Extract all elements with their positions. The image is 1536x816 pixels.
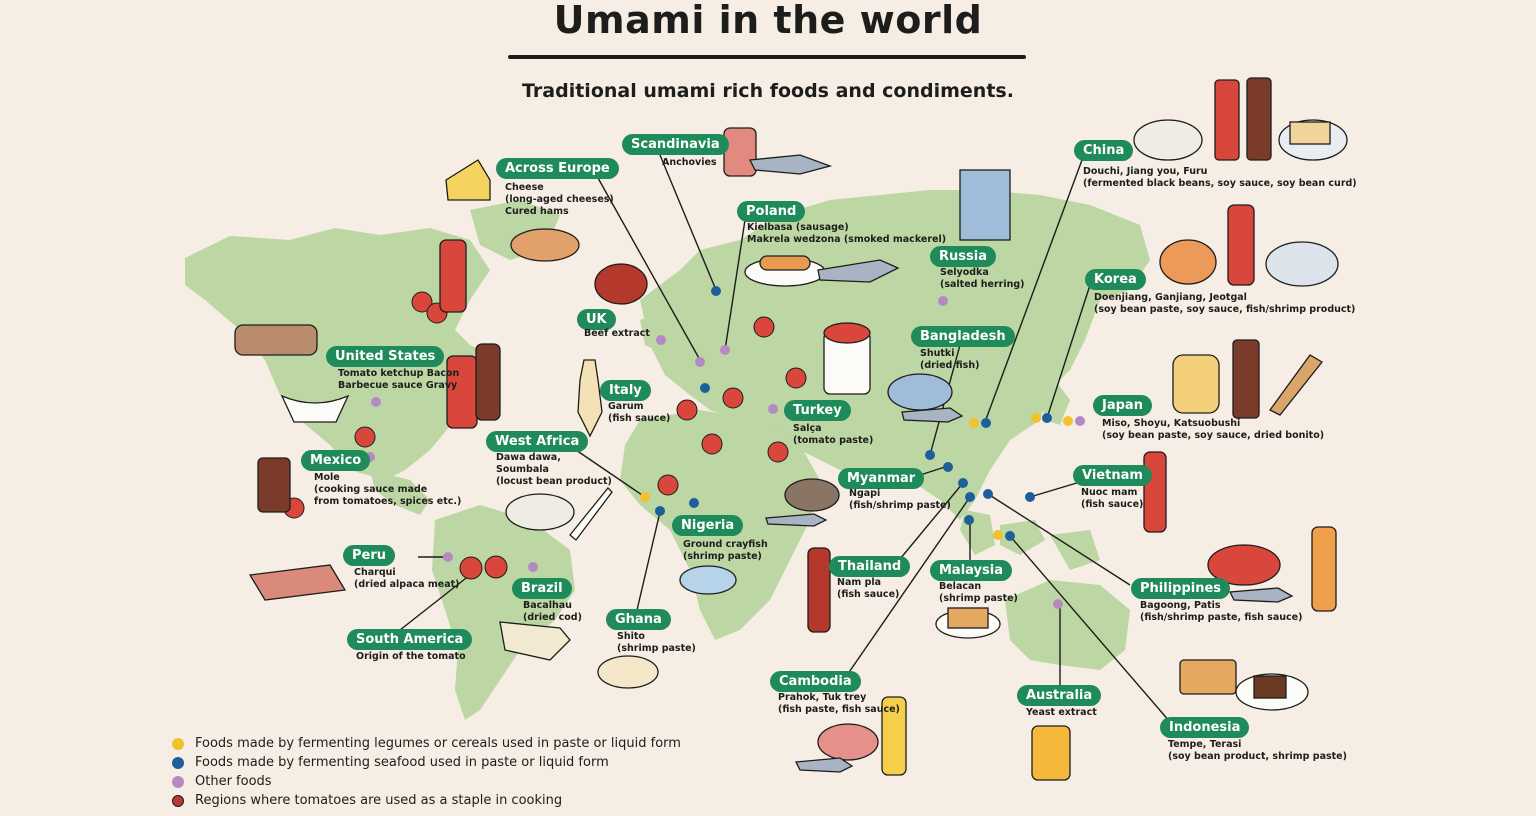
legend-text: Other foods: [195, 774, 272, 789]
region-desc-philippines: Bagoong, Patis (fish/shrimp paste, fish …: [1140, 600, 1303, 623]
region-label-philippines[interactable]: Philippines: [1131, 578, 1231, 599]
food-illustrations: [234, 77, 1348, 781]
region-label-bangladesh[interactable]: Bangladesh: [911, 326, 1015, 347]
legend-item-legumes: Foods made by fermenting legumes or cere…: [172, 734, 681, 753]
region-label-malaysia[interactable]: Malaysia: [930, 560, 1012, 581]
legend-text: Regions where tomatoes are used as a sta…: [195, 793, 563, 808]
region-label-russia[interactable]: Russia: [930, 246, 996, 267]
region-desc-uk: Beef extract: [584, 328, 650, 339]
region-desc-peru: Charqui (dried alpaca meat): [354, 567, 460, 590]
region-desc-thailand: Nam pla (fish sauce): [837, 577, 900, 600]
region-label-peru[interactable]: Peru: [343, 545, 396, 566]
region-label-uk[interactable]: UK: [577, 309, 616, 330]
blue-dot-icon: [172, 756, 184, 769]
region-desc-indonesia: Tempe, Terasi (soy bean product, shrimp …: [1168, 739, 1347, 762]
legend-item-tomato: Regions where tomatoes are used as a sta…: [172, 791, 681, 810]
region-label-myanmar[interactable]: Myanmar: [838, 468, 925, 489]
region-label-ghana[interactable]: Ghana: [606, 609, 671, 630]
region-label-indonesia[interactable]: Indonesia: [1160, 717, 1250, 738]
region-desc-bangladesh: Shutki (dried fish): [920, 348, 980, 371]
region-desc-korea: Doenjiang, Ganjiang, Jeotgal (soy bean p…: [1094, 292, 1356, 315]
region-label-scandinavia[interactable]: Scandinavia: [622, 134, 729, 155]
region-label-west-africa[interactable]: West Africa: [486, 431, 589, 452]
region-desc-turkey: Salça (tomato paste): [793, 423, 874, 446]
region-label-vietnam[interactable]: Vietnam: [1073, 465, 1152, 486]
region-desc-russia: Selyodka (salted herring): [940, 267, 1025, 290]
region-label-brazil[interactable]: Brazil: [512, 578, 572, 599]
region-label-south-america[interactable]: South America: [347, 629, 473, 650]
region-desc-ghana: Shito (shrimp paste): [617, 631, 696, 654]
legend: Foods made by fermenting legumes or cere…: [172, 734, 681, 810]
region-desc-brazil: Bacalhau (dried cod): [523, 600, 582, 623]
region-label-thailand[interactable]: Thailand: [829, 556, 911, 577]
region-label-australia[interactable]: Australia: [1017, 685, 1102, 706]
region-desc-vietnam: Nuoc mam (fish sauce): [1081, 487, 1144, 510]
region-desc-mexico: Mole (cooking sauce made from tomatoes, …: [314, 472, 462, 507]
region-desc-japan: Miso, Shoyu, Katsuobushi (soy bean paste…: [1102, 418, 1325, 441]
region-label-korea[interactable]: Korea: [1085, 269, 1146, 290]
page-subtitle: Traditional umami rich foods and condime…: [522, 80, 1014, 102]
region-label-united-states[interactable]: United States: [326, 346, 445, 367]
legend-text: Foods made by fermenting legumes or cere…: [195, 736, 681, 751]
region-desc-poland: Kielbasa (sausage) Makrela wedzona (smok…: [747, 222, 947, 245]
region-label-japan[interactable]: Japan: [1093, 395, 1152, 416]
region-label-poland[interactable]: Poland: [737, 201, 806, 222]
region-label-cambodia[interactable]: Cambodia: [770, 671, 861, 692]
region-desc-italy: Garum (fish sauce): [608, 401, 671, 424]
connector-lines: [399, 154, 1171, 723]
region-label-nigeria[interactable]: Nigeria: [672, 515, 744, 536]
region-desc-united-states: Tomato ketchup Bacon Barbecue sauce Grav…: [338, 368, 460, 391]
legend-item-seafood: Foods made by fermenting seafood used in…: [172, 753, 681, 772]
tomato-markers: [283, 291, 807, 580]
tomato-icon: [172, 794, 184, 807]
region-desc-china: Douchi, Jiang you, Furu (fermented black…: [1083, 166, 1357, 189]
region-label-china[interactable]: China: [1074, 140, 1134, 161]
region-label-across-europe[interactable]: Across Europe: [496, 158, 619, 179]
yellow-dot-icon: [172, 737, 184, 750]
region-desc-cambodia: Prahok, Tuk trey (fish paste, fish sauce…: [778, 692, 900, 715]
legend-text: Foods made by fermenting seafood used in…: [195, 755, 609, 770]
region-desc-west-africa: Dawa dawa, Soumbala (locust bean product…: [496, 452, 612, 487]
region-desc-malaysia: Belacan (shrimp paste): [939, 581, 1018, 604]
title-divider: [508, 55, 1026, 59]
legend-item-other: Other foods: [172, 772, 681, 791]
region-desc-myanmar: Ngapi (fish/shrimp paste): [849, 488, 951, 511]
region-desc-across-europe: Cheese (long-aged cheeses) Cured hams: [505, 182, 614, 217]
markers: [365, 286, 1085, 609]
region-desc-scandinavia: Anchovies: [662, 157, 717, 168]
region-label-mexico[interactable]: Mexico: [301, 450, 371, 471]
region-label-turkey[interactable]: Turkey: [784, 400, 851, 421]
region-label-italy[interactable]: Italy: [600, 380, 651, 401]
region-desc-south-america: Origin of the tomato: [356, 651, 466, 662]
region-desc-nigeria: Ground crayfish (shrimp paste): [683, 539, 768, 562]
purple-dot-icon: [172, 775, 184, 788]
page-title: Umami in the world: [553, 0, 983, 42]
region-desc-australia: Yeast extract: [1026, 707, 1097, 718]
